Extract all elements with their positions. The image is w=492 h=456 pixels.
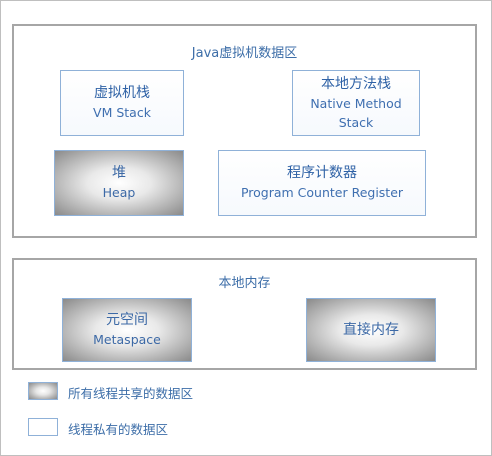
program-counter-box: 程序计数器 Program Counter Register: [218, 150, 426, 216]
jvm-data-area: Java虚拟机数据区 虚拟机栈 VM Stack 本地方法栈 Native Me…: [12, 24, 477, 238]
metaspace-label-cn: 元空间: [106, 312, 148, 328]
native-method-stack-label-en-2: Stack: [338, 114, 374, 130]
native-memory-title: 本地内存: [218, 276, 271, 291]
heap-box: 堆 Heap: [54, 150, 184, 216]
native-method-stack-label-en-1: Native Method: [310, 95, 402, 111]
heap-label-en: Heap: [102, 185, 136, 200]
legend-shared-label: 所有线程共享的数据区: [68, 386, 194, 401]
direct-memory-label-cn: 直接内存: [343, 321, 399, 338]
vm-stack-box: 虚拟机栈 VM Stack: [60, 70, 184, 136]
metaspace-box: 元空间 Metaspace: [62, 298, 192, 362]
direct-memory-box: 直接内存: [306, 298, 436, 362]
jvm-data-area-title: Java虚拟机数据区: [191, 46, 298, 61]
legend-private-swatch: [28, 418, 58, 436]
heap-label-cn: 堆: [112, 165, 126, 181]
legend-private-label: 线程私有的数据区: [68, 422, 169, 437]
native-memory-area: 本地内存 元空间 Metaspace 直接内存: [12, 258, 477, 370]
program-counter-label-en: Program Counter Register: [240, 185, 404, 200]
metaspace-label-en: Metaspace: [93, 332, 161, 347]
program-counter-label-cn: 程序计数器: [287, 165, 357, 181]
native-method-stack-box: 本地方法栈 Native Method Stack: [292, 70, 420, 136]
native-method-stack-label-cn: 本地方法栈: [321, 75, 391, 92]
vm-stack-label-en: VM Stack: [93, 105, 151, 120]
legend-shared-swatch: [28, 382, 58, 400]
vm-stack-label-cn: 虚拟机栈: [94, 85, 150, 101]
